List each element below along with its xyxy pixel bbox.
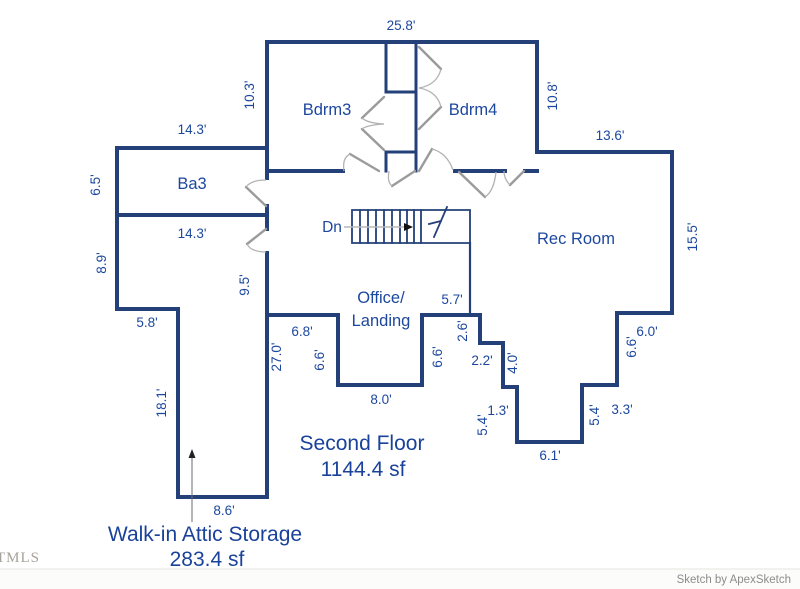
- stair-break-line: [427, 205, 449, 239]
- dim-step-2-2: 2.2': [471, 353, 492, 368]
- room-label-ba3: Ba3: [177, 175, 206, 193]
- dim-rec-right: 15.5': [685, 223, 700, 252]
- dim-step-2-6: 2.6': [455, 320, 470, 341]
- bottom-band: [0, 570, 800, 589]
- dim-rec-top: 13.6': [596, 128, 625, 143]
- dim-office-left-side: 6.6': [312, 349, 327, 370]
- dim-office-left-top: 6.8': [291, 324, 312, 339]
- sketch-credit: Sketch by ApexSketch: [677, 574, 791, 586]
- dim-bdrm3-left: 10.3': [242, 81, 257, 110]
- dim-attic-step: 5.8': [136, 315, 157, 330]
- dim-ba3-left: 6.5': [88, 174, 103, 195]
- dim-step-5-4-left: 5.4': [475, 414, 490, 435]
- exterior-walls: [115, 40, 674, 499]
- attic-arrow-icon: [188, 449, 196, 458]
- room-label-rec-room: Rec Room: [537, 230, 615, 248]
- dim-attic-right-full: 27.0': [269, 343, 284, 372]
- floor-title: Second Floor: [300, 432, 425, 455]
- mls-watermark: TMLS: [0, 550, 40, 566]
- dim-notch-bottom: 6.1': [539, 448, 560, 463]
- dim-attic-left-upper: 8.9': [94, 252, 109, 273]
- dim-step-5-4-right: 5.4': [587, 404, 602, 425]
- dim-step-1-3: 1.3': [487, 403, 508, 418]
- room-label-bdrm4: Bdrm4: [449, 101, 498, 119]
- dim-attic-bottom: 8.6': [213, 503, 234, 518]
- stair-arrow-icon: [404, 223, 413, 231]
- dim-step-3-3: 3.3': [611, 402, 632, 417]
- room-labels: Bdrm3 Bdrm4 Ba3 Rec Room Office/ Landing…: [177, 101, 615, 330]
- dim-bdrm4-right: 10.8': [545, 82, 560, 111]
- floor-area: 1144.4 sf: [321, 458, 406, 481]
- bottom-divider: [0, 568, 800, 570]
- dim-office-bottom: 8.0': [370, 392, 391, 407]
- room-label-office-line2: Landing: [352, 312, 411, 330]
- door-swings: [244, 45, 526, 253]
- attic-title: Walk-in Attic Storage: [108, 523, 302, 546]
- dim-attic-left-lower: 18.1': [154, 389, 169, 418]
- dim-top-width: 25.8': [387, 18, 416, 33]
- dim-rec-bottom: 6.0': [636, 324, 657, 339]
- dimension-labels: 25.8' 10.3' 10.8' 14.3' 6.5' 14.3' 8.9' …: [88, 18, 700, 518]
- dim-step-4-0: 4.0': [505, 352, 520, 373]
- room-label-office-line1: Office/: [357, 289, 405, 307]
- staircase: [344, 205, 472, 317]
- dim-step-6-6: 6.6': [624, 336, 639, 357]
- room-label-bdrm3: Bdrm3: [303, 101, 352, 119]
- dim-office-right-top: 5.7': [441, 292, 462, 307]
- dim-ba3-bottom: 14.3': [178, 226, 207, 241]
- dim-ba3-top: 14.3': [178, 122, 207, 137]
- closet-walls: [384, 40, 418, 173]
- dim-office-right-side: 6.6': [430, 346, 445, 367]
- plan-titles: Second Floor 1144.4 sf Walk-in Attic Sto…: [108, 432, 425, 571]
- stairs-down-label: Dn: [322, 219, 342, 236]
- attic-area: 283.4 sf: [170, 548, 245, 571]
- attic-pointer: [188, 449, 196, 522]
- dim-attic-right-upper: 9.5': [237, 274, 252, 295]
